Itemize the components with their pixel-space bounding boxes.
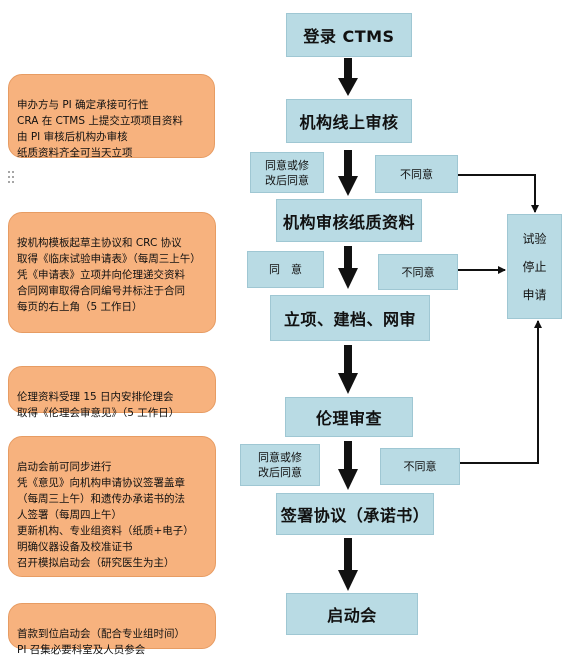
step-sign-agreement: 签署协议（承诺书） (276, 493, 434, 535)
down-arrows (338, 58, 358, 591)
arrow-head-1 (338, 78, 358, 96)
note-feasibility-text: 申办方与 PI 确定承接可行性 CRA 在 CTMS 上提交立项项目资料 由 P… (17, 99, 183, 159)
arrow-shaft-5 (344, 441, 352, 471)
step-online-review: 机构线上审核 (286, 99, 412, 143)
step-ethics-review-label: 伦理审查 (315, 409, 382, 428)
arrow-shaft-4 (344, 345, 352, 375)
cond-disagree-1-label: 不同意 (400, 167, 433, 181)
cond-agree-label: 同 意 (269, 263, 302, 276)
note-ethics: 伦理资料受理 15 日内安排伦理会 取得《伦理会审意见》（5 工作日） (8, 366, 216, 419)
cond-agree-revise-1: 同意或修 改后同意 (250, 152, 324, 193)
disagree-line-3 (460, 320, 542, 464)
note-pre-kickoff-text: 启动会前可同步进行 凭《意见》向机构申请协议签署盖章 （每周三上午）和遗传办承诺… (17, 461, 194, 569)
arrow-head-2 (338, 176, 358, 196)
step-project-setup-label: 立项、建档、网审 (283, 310, 416, 329)
drag-handle-icon[interactable] (8, 171, 14, 187)
arrow-shaft-3 (344, 246, 352, 270)
arrow-shaft-2 (344, 150, 352, 178)
arrow-shaft-6 (344, 538, 352, 572)
step-paper-review: 机构审核纸质资料 (276, 199, 422, 242)
step-kickoff-label: 启动会 (327, 606, 377, 625)
arrow-head-4 (338, 373, 358, 394)
cond-agree-revise-1-label: 同意或修 改后同意 (265, 158, 309, 187)
side-stop-request: 试验 停止 申请 (507, 214, 562, 319)
note-feasibility: 申办方与 PI 确定承接可行性 CRA 在 CTMS 上提交立项项目资料 由 P… (8, 74, 215, 159)
side-stop-line-1: 试验 (522, 232, 547, 247)
cond-agree-revise-2: 同意或修 改后同意 (240, 444, 320, 486)
note-ethics-text: 伦理资料受理 15 日内安排伦理会 取得《伦理会审意见》（5 工作日） (17, 391, 180, 419)
cond-disagree-1: 不同意 (375, 155, 458, 193)
note-agreement-draft: 按机构模板起草主协议和 CRC 协议 取得《临床试验申请表》（每周三上午） 凭《… (8, 212, 216, 333)
step-sign-agreement-label: 签署协议（承诺书） (280, 506, 430, 525)
arrow-head-5 (338, 469, 358, 490)
disagree-line-1 (458, 174, 539, 213)
step-online-review-label: 机构线上审核 (299, 113, 399, 132)
cond-disagree-3: 不同意 (380, 448, 460, 485)
note-agreement-draft-text: 按机构模板起草主协议和 CRC 协议 取得《临床试验申请表》（每周三上午） 凭《… (17, 237, 201, 313)
step-login: 登录 CTMS (286, 13, 412, 57)
arrow-head-6 (338, 570, 358, 591)
cond-agree: 同 意 (247, 251, 324, 288)
note-kickoff: 首款到位启动会（配合专业组时间） PI 召集必要科室及人员参会 (8, 603, 216, 656)
cond-disagree-2: 不同意 (378, 254, 458, 290)
step-login-label: 登录 CTMS (303, 27, 395, 46)
step-ethics-review: 伦理审查 (285, 397, 413, 437)
step-project-setup: 立项、建档、网审 (270, 295, 430, 341)
step-kickoff: 启动会 (286, 593, 418, 635)
arrow-head-3 (338, 268, 358, 289)
side-stop-line-3: 申请 (522, 287, 547, 302)
note-kickoff-text: 首款到位启动会（配合专业组时间） PI 召集必要科室及人员参会 (17, 628, 185, 656)
cond-agree-revise-2-label: 同意或修 改后同意 (258, 451, 302, 479)
cond-disagree-3-label: 不同意 (403, 460, 437, 473)
cond-disagree-2-label: 不同意 (401, 265, 435, 279)
step-paper-review-label: 机构审核纸质资料 (282, 212, 415, 232)
arrow-shaft-1 (344, 58, 352, 80)
side-stop-line-2: 停止 (522, 259, 547, 274)
note-pre-kickoff: 启动会前可同步进行 凭《意见》向机构申请协议签署盖章 （每周三上午）和遗传办承诺… (8, 436, 216, 577)
